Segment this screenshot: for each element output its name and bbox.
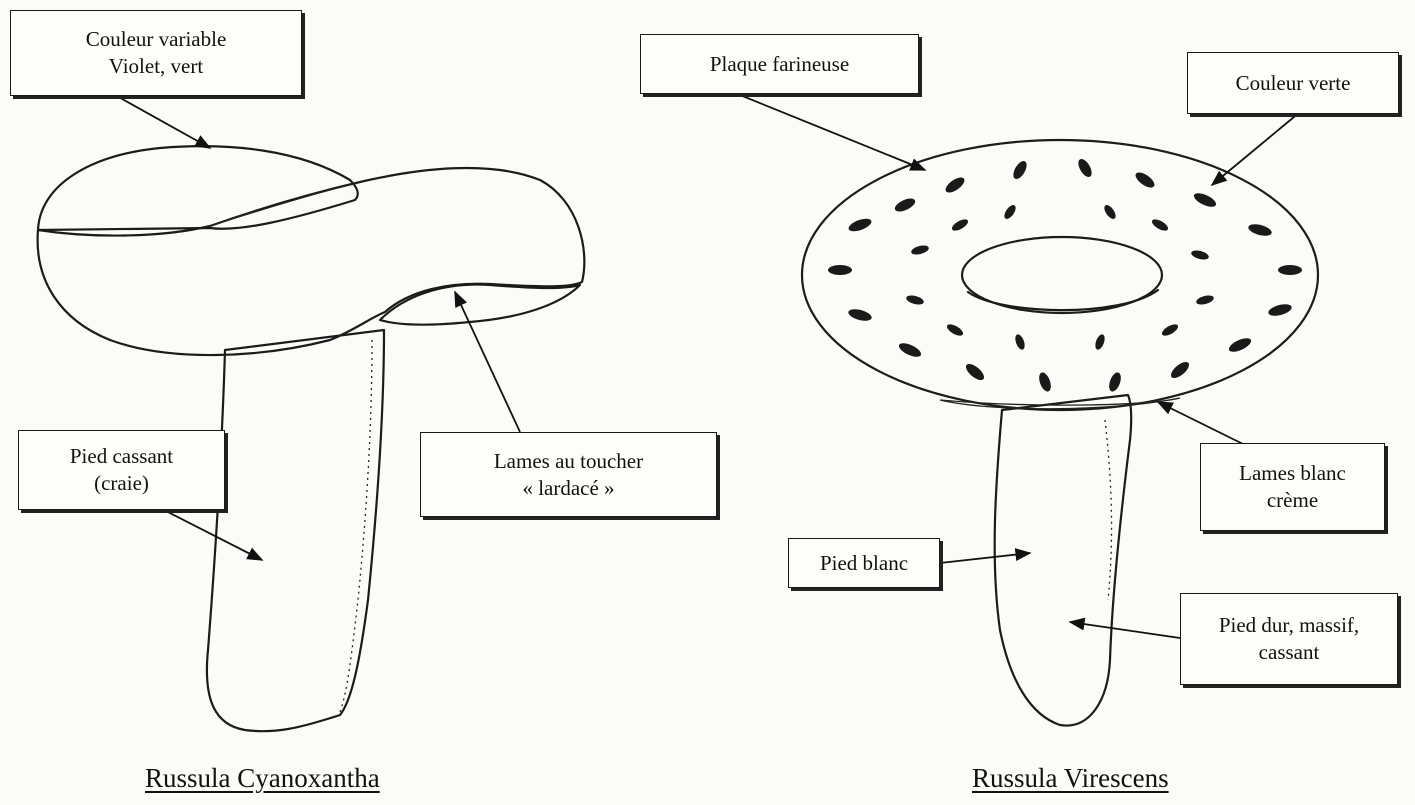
cyanoxantha-stem [207,330,384,731]
species-title-cyanoxantha: Russula Cyanoxantha [145,763,380,794]
label-cyanoxantha-gills: Lames au toucher « lardacé » [420,432,717,517]
label-cyanoxantha-cap-color: Couleur variable Violet, vert [10,10,302,96]
label-virescens-stem-white: Pied blanc [788,538,940,588]
label-virescens-cap-color: Couleur verte [1187,52,1399,114]
species-title-virescens: Russula Virescens [972,763,1169,794]
cyanoxantha-cap-front [38,168,585,355]
virescens-stem [995,395,1132,726]
label-cyanoxantha-stem: Pied cassant (craie) [18,430,225,510]
label-virescens-stem-hard: Pied dur, massif, cassant [1180,593,1398,685]
virescens-cap [802,140,1318,410]
label-virescens-cap-patch: Plaque farineuse [640,34,919,94]
virescens-scales [828,157,1302,393]
cyanoxantha-gills [380,285,580,325]
cyanoxantha-cap-back [38,146,358,230]
leader-lines [115,95,1300,638]
label-virescens-gills: Lames blanc crème [1200,443,1385,531]
